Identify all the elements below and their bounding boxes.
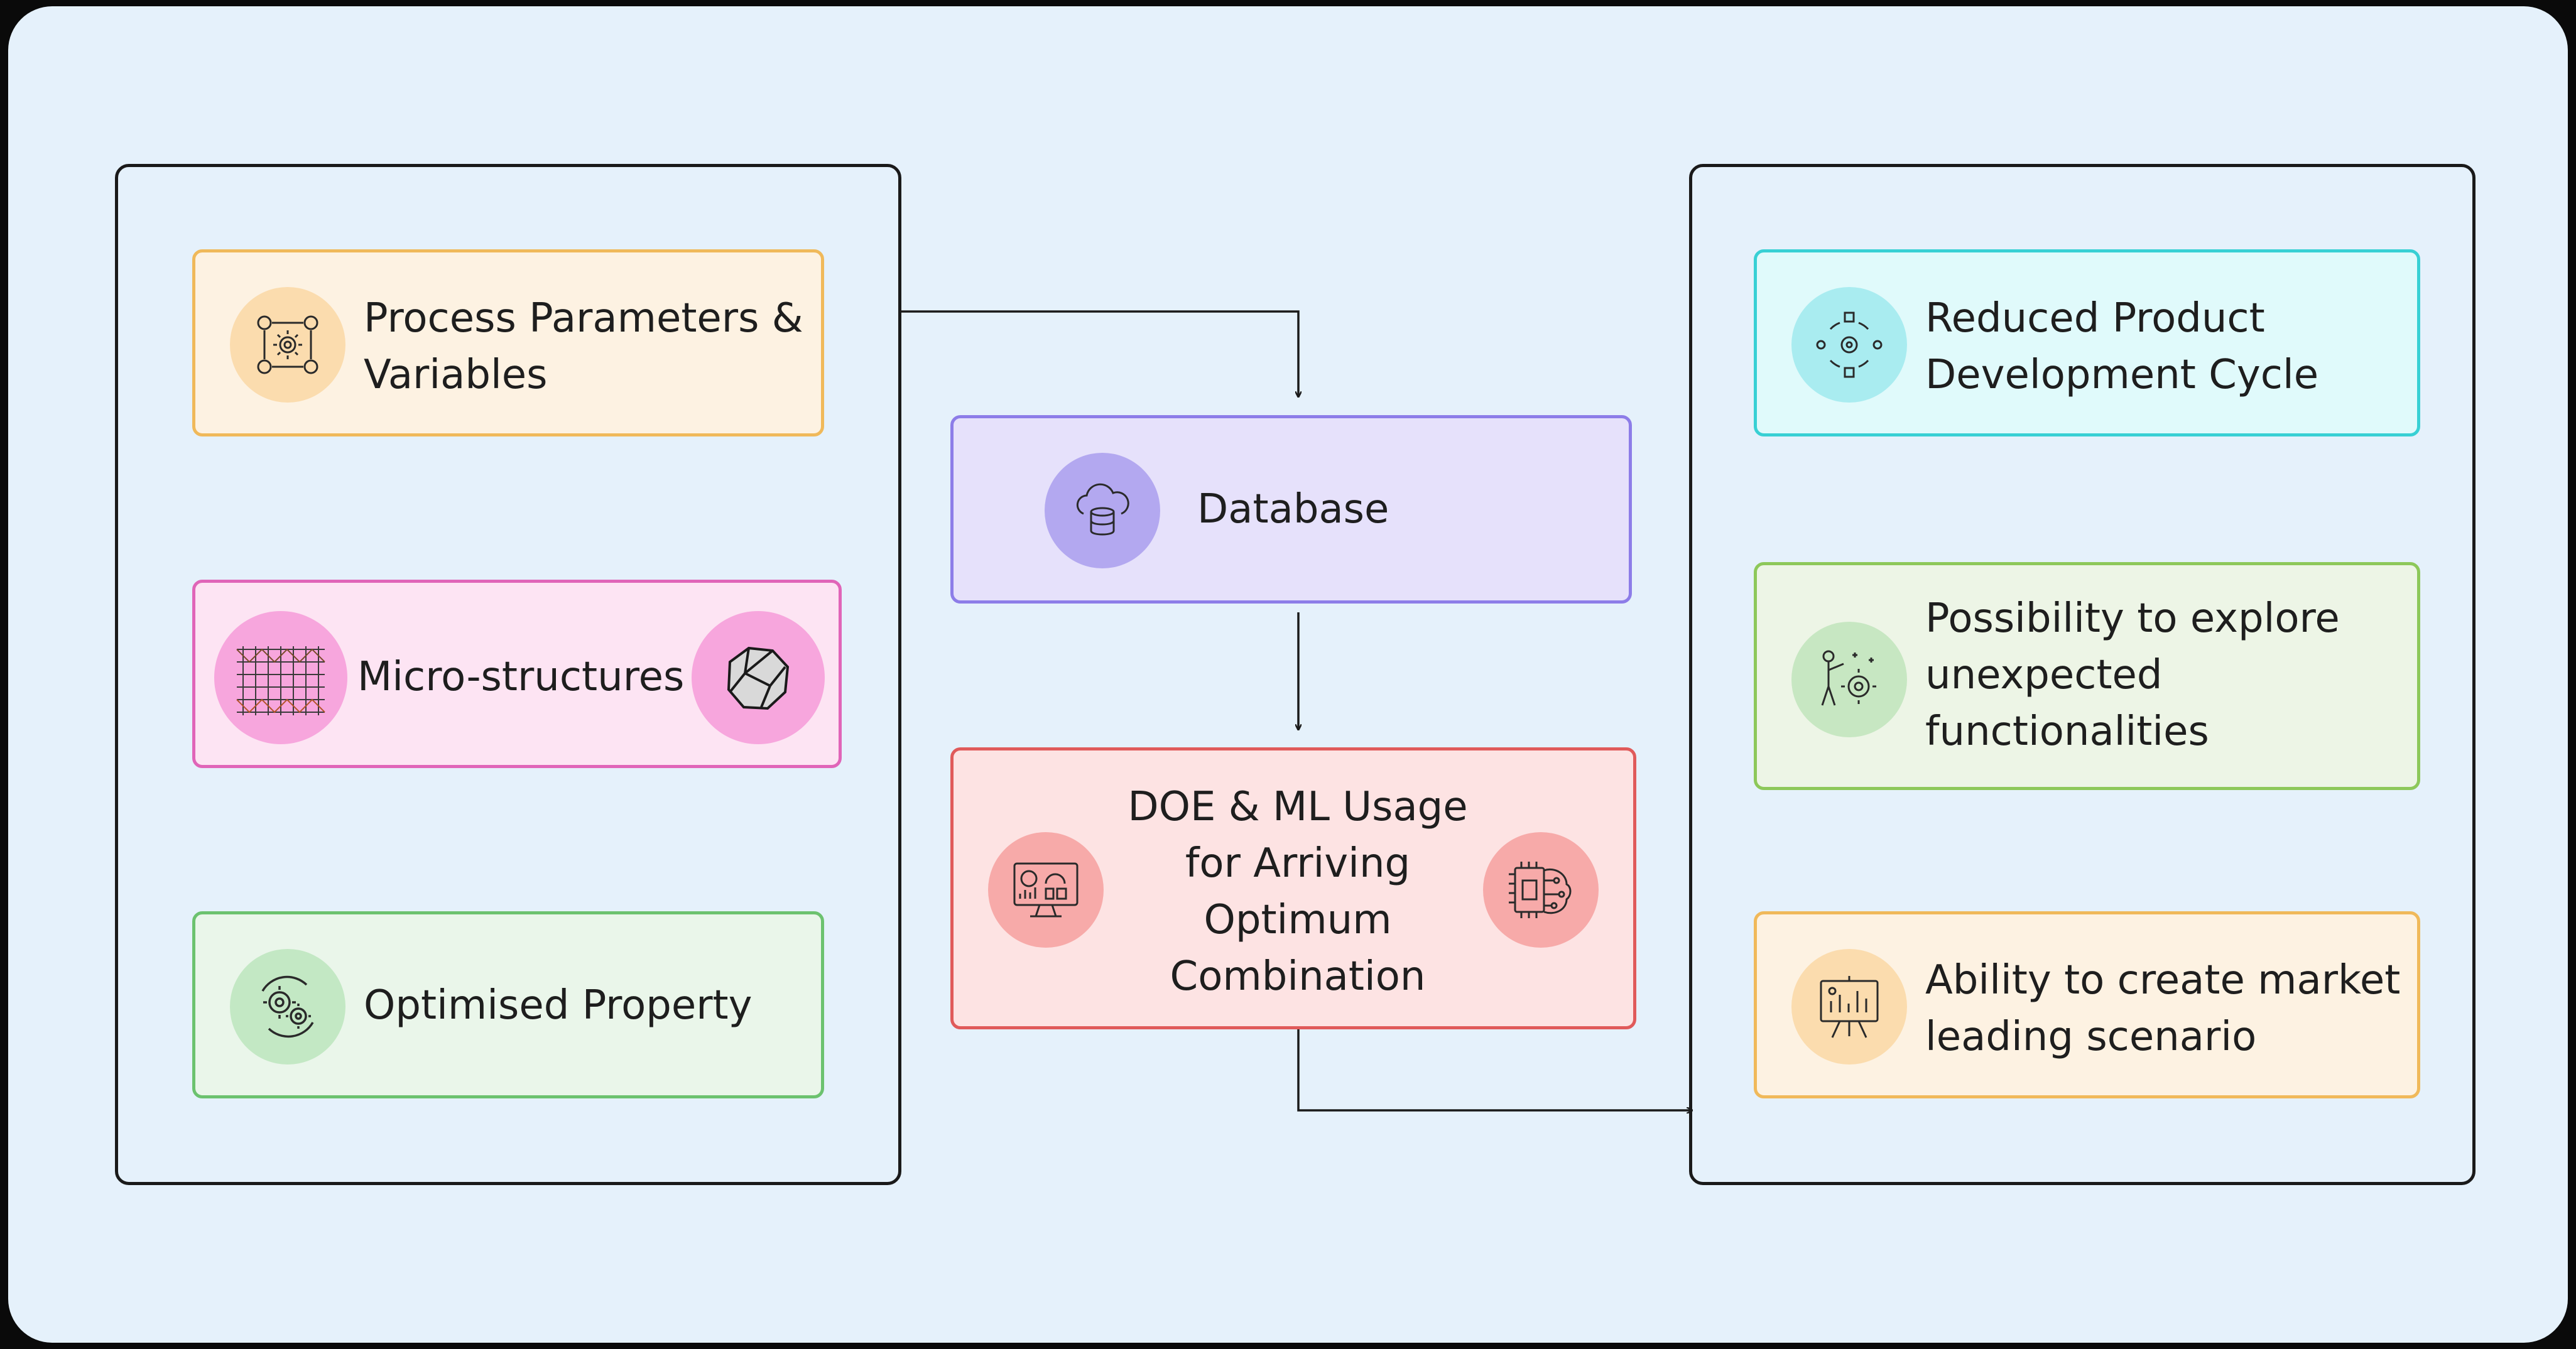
ai-brain-chip-icon: [1509, 862, 1572, 918]
development-cycle-icon: [1816, 312, 1883, 378]
market-label-line1: Ability to create market: [1925, 957, 2401, 1004]
doe-ml-card: DOE & ML Usage for Arriving Optimum Comb…: [950, 747, 1636, 1029]
process-parameters-card: Process Parameters & Variables: [192, 249, 824, 436]
database-icon-circle: [1045, 453, 1160, 568]
market-label-line2: leading scenario: [1925, 1014, 2257, 1060]
grain-icon-circle: [692, 611, 825, 744]
process-parameters-icon-circle: [230, 287, 345, 403]
connector-arrows: [899, 310, 2568, 1343]
explore-label-line3: functionalities: [1925, 708, 2209, 755]
optimised-property-label: Optimised Property: [364, 982, 753, 1029]
outcomes-panel: [1689, 164, 2475, 1185]
dashboard-monitor-icon: [1013, 862, 1079, 918]
doe-ml-label-line1: DOE & ML Usage: [1128, 784, 1468, 830]
explore-functionalities-card: Possibility to explore unexpected functi…: [1754, 562, 2420, 790]
gears-icon-circle: [230, 949, 345, 1065]
reduced-cycle-card: Reduced Product Development Cycle: [1754, 249, 2420, 436]
dashboard-icon-circle: [988, 832, 1104, 948]
innovation-icon-circle: [1791, 622, 1907, 737]
explore-label-line1: Possibility to explore: [1925, 595, 2340, 642]
ai-brain-icon-circle: [1483, 832, 1599, 948]
gears-cycle-icon: [261, 975, 314, 1038]
reduced-cycle-label-line2: Development Cycle: [1925, 352, 2319, 398]
lattice-icon-circle: [214, 611, 347, 744]
reduced-cycle-label-line1: Reduced Product: [1925, 295, 2265, 342]
presentation-board-icon: [1820, 976, 1879, 1038]
inputs-panel: [115, 164, 901, 1185]
optimised-property-card: Optimised Property: [192, 911, 824, 1098]
market-scenario-card: Ability to create market leading scenari…: [1754, 911, 2420, 1098]
micro-structures-card: Micro-structures: [192, 580, 842, 768]
database-card: Database: [950, 415, 1632, 604]
cloud-database-icon: [1076, 483, 1129, 536]
development-cycle-icon-circle: [1791, 287, 1907, 403]
grain-structure-icon: [727, 646, 790, 710]
process-parameters-label-line1: Process Parameters &: [364, 295, 803, 342]
micro-structures-label: Micro-structures: [357, 654, 685, 700]
process-parameters-label-line2: Variables: [364, 352, 548, 398]
arrow-inputs-to-database: [899, 310, 1298, 396]
diagram-canvas: Process Parameters & Variables Micro-str…: [8, 6, 2568, 1343]
database-label: Database: [1197, 486, 1389, 533]
presentation-icon-circle: [1791, 949, 1907, 1065]
innovation-person-icon: [1821, 650, 1876, 706]
explore-label-line2: unexpected: [1925, 652, 2163, 698]
doe-ml-label-line2: for Arriving: [1185, 840, 1411, 887]
doe-ml-label-line4: Combination: [1170, 953, 1426, 1000]
process-parameters-icon: [257, 315, 318, 374]
lattice-structure-icon: [236, 646, 325, 715]
doe-ml-label-line3: Optimum: [1204, 897, 1392, 943]
arrow-doe-to-outcomes: [1297, 1027, 1692, 1110]
